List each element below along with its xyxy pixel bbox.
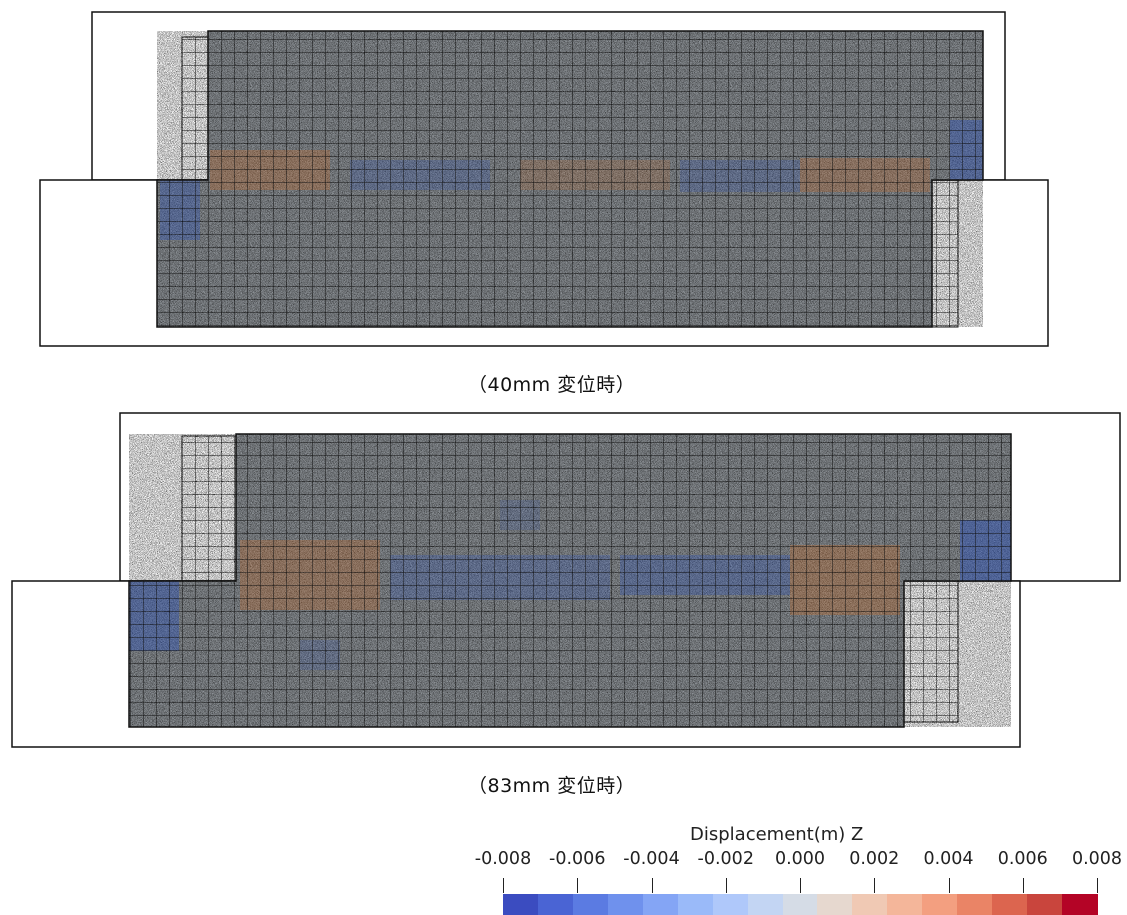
colorbar-tick-label: -0.006 [549, 849, 606, 869]
colorbar-tick-mark [874, 878, 876, 893]
colorbar-tick-label: -0.004 [623, 849, 680, 869]
colorbar-swatch [1027, 894, 1063, 915]
colorbar-swatch [642, 894, 679, 915]
colorbar-swatch [677, 894, 714, 915]
caption-83mm: （83mm 変位時） [468, 775, 636, 797]
particle-mesh [128, 433, 1012, 728]
colorbar-tick-mark [1022, 878, 1024, 893]
empty-mesh-left [181, 36, 209, 181]
colorbar-swatch [712, 894, 749, 915]
colorbar-swatch [537, 894, 574, 915]
colorbar-swatch [992, 894, 1028, 915]
colorbar-tick-label: -0.008 [474, 849, 532, 869]
colorbar-tick-mark [948, 878, 950, 893]
colorbar-swatch [782, 894, 819, 915]
empty-mesh-right [931, 179, 959, 328]
colorbar-tick-label: 0.002 [849, 849, 900, 869]
colorbar-tick-mark [503, 878, 504, 893]
colorbar-swatch [887, 894, 923, 915]
colorbar-swatch [1062, 894, 1098, 915]
colorbar-swatch [747, 894, 784, 915]
colorbar-tick-label: 0.004 [923, 849, 974, 869]
colorbar-tick-label: -0.002 [697, 849, 754, 869]
caption-40mm: （40mm 変位時） [468, 374, 636, 396]
colorbar-swatch [922, 894, 958, 915]
colorbar-title: Displacement(m) Z [690, 824, 864, 845]
empty-mesh-right [903, 580, 959, 723]
empty-mesh-left [181, 435, 237, 582]
colorbar-tick-mark [1097, 878, 1098, 893]
state-83mm [11, 412, 1121, 748]
colorbar-tick-mark [577, 878, 579, 893]
colorbar-swatch [607, 894, 644, 915]
colorbar-tick-mark [725, 878, 727, 893]
colorbar-tick-label: 0.006 [997, 849, 1048, 869]
colorbar-swatch [503, 894, 539, 915]
colorbar-swatch [572, 894, 609, 915]
colorbar-tick-label: 0.000 [774, 849, 826, 869]
colorbar-tick-label: 0.008 [1071, 849, 1123, 869]
colorbar-swatch [852, 894, 888, 915]
state-40mm [39, 11, 1049, 347]
colorbar-swatch [957, 894, 993, 915]
colorbar-tick-mark [800, 878, 801, 893]
colorbar-swatch [817, 894, 853, 915]
particle-mesh [156, 30, 984, 328]
colorbar-tick-mark [651, 878, 653, 893]
